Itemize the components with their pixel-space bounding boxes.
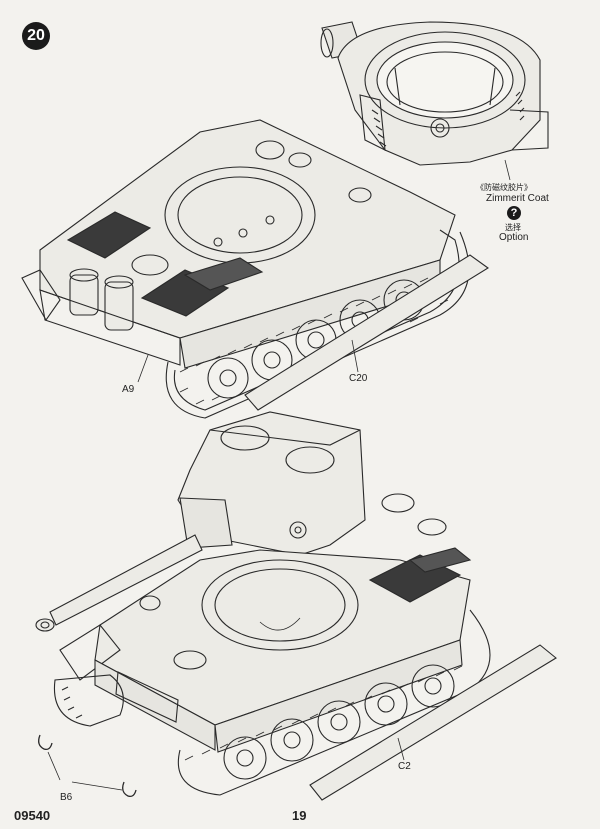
- step-number-badge: 20: [22, 22, 50, 50]
- option-label-en: Option: [499, 232, 529, 243]
- part-label-a9: A9: [122, 384, 135, 395]
- zimmerit-label-cn: 《防磁纹胶片》: [476, 183, 532, 192]
- upper-hull-drawing: [21, 119, 489, 419]
- part-label-c2: C2: [398, 761, 411, 772]
- lower-assembly-drawing: [35, 411, 557, 801]
- kit-number: 09540: [14, 808, 51, 823]
- turret-inset-drawing: [320, 21, 549, 181]
- part-label-c20: C20: [349, 373, 368, 384]
- question-circle-icon: ?: [507, 206, 521, 220]
- part-label-b6: B6: [60, 792, 73, 803]
- zimmerit-label-en: Zimmerit Coat: [486, 193, 549, 204]
- page-number: 19: [292, 808, 307, 823]
- option-label-cn: 选择: [505, 223, 521, 232]
